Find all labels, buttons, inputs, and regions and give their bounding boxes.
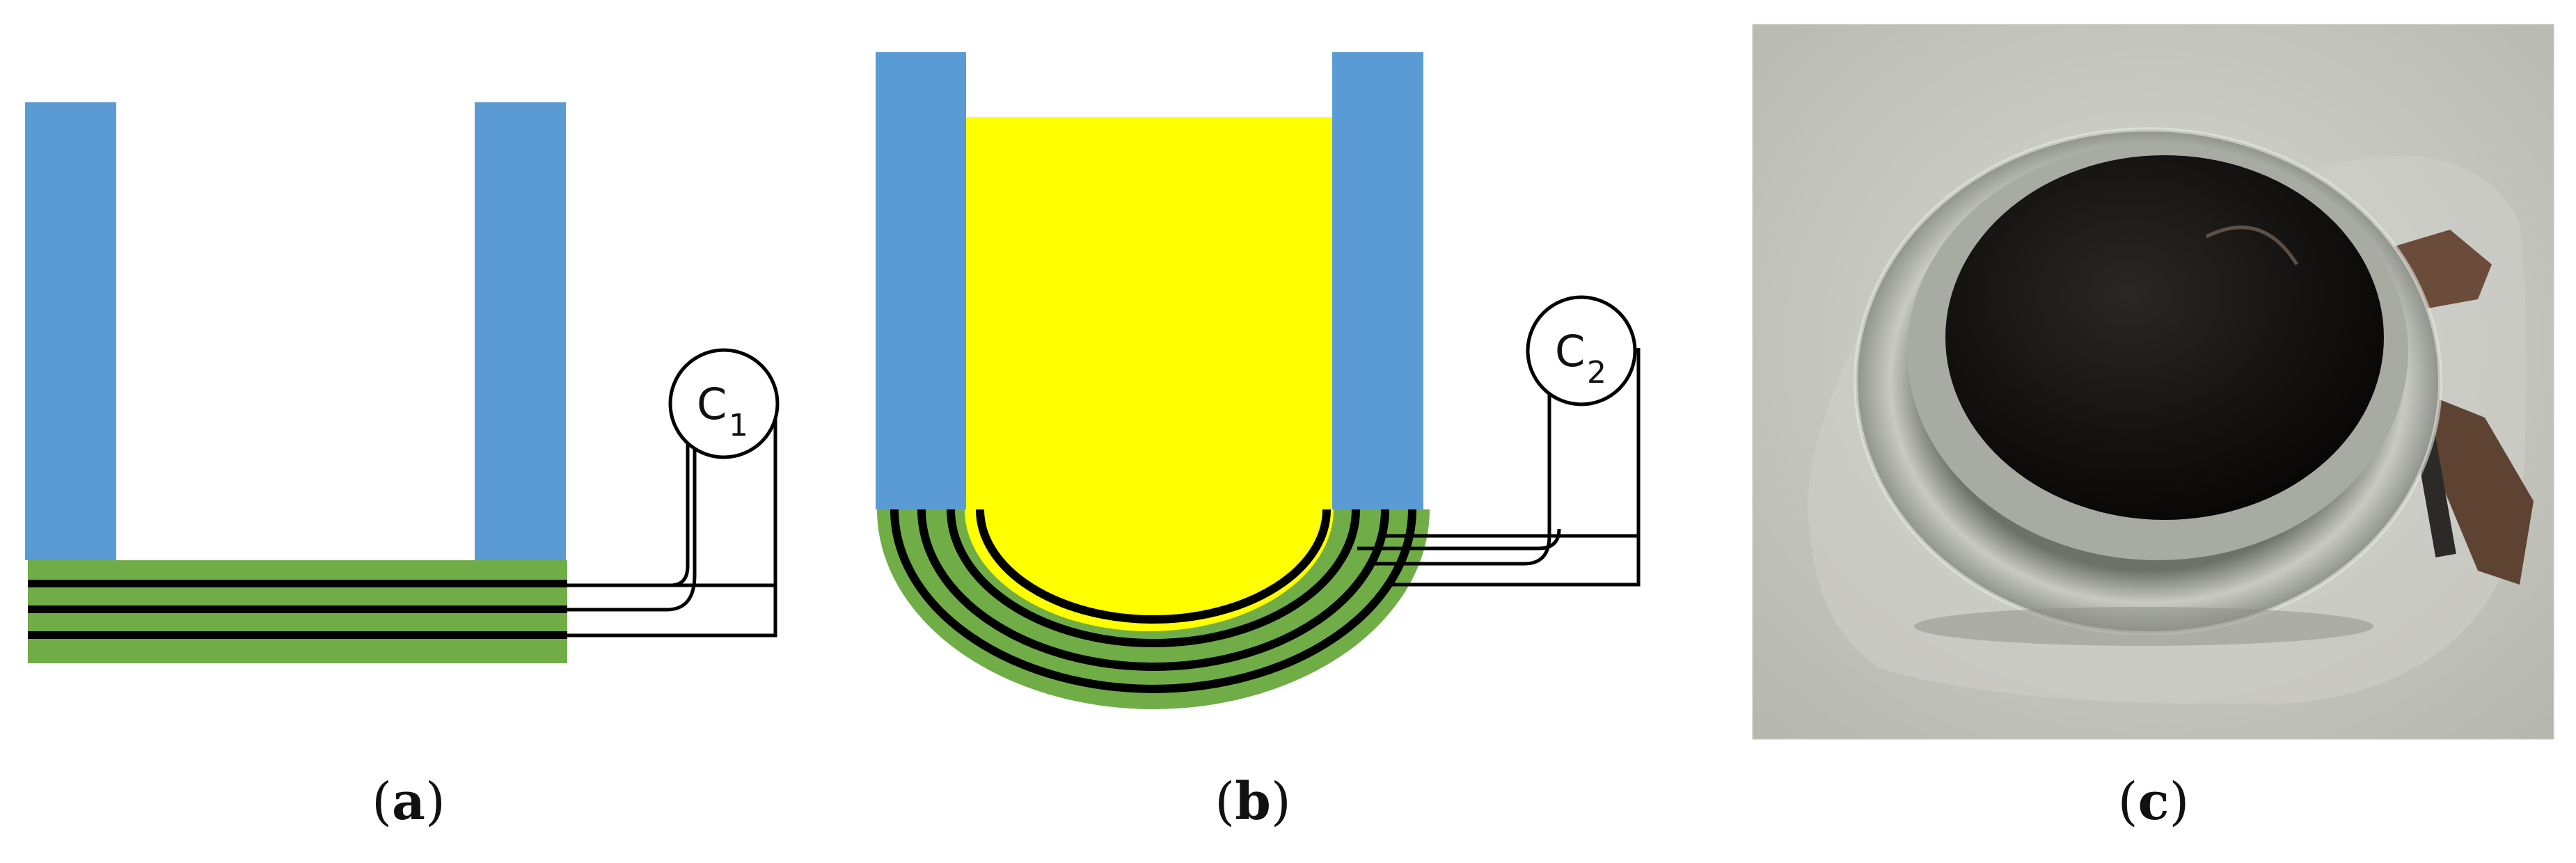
curved-electrode-4 xyxy=(890,509,1416,693)
wires xyxy=(567,411,777,638)
electrode-2 xyxy=(28,605,567,613)
capacitor-index: 2 xyxy=(1587,355,1606,390)
curved-electrode-2 xyxy=(947,509,1360,647)
caption-c: (c) xyxy=(2117,772,2190,832)
curved-electrodes xyxy=(890,509,1416,693)
right-wall xyxy=(475,102,566,560)
foil-tab-bottom xyxy=(2415,390,2534,585)
caption-b: (b) xyxy=(1215,772,1291,832)
panel-a-flat-sensor-diagram: C 1 xyxy=(25,102,780,663)
liquid xyxy=(965,117,1334,514)
right-wall xyxy=(1332,52,1423,509)
base-shadow xyxy=(1914,607,2373,646)
capacitor-c2: C 2 xyxy=(1526,295,1637,406)
electrode-disc xyxy=(1945,155,2384,520)
capacitor-label: C xyxy=(1555,326,1585,377)
photo-frame xyxy=(1752,24,2554,740)
capacitor-label: C xyxy=(697,379,727,429)
electrode-1 xyxy=(28,580,567,587)
caption-a: (a) xyxy=(372,772,445,832)
disc-reflection xyxy=(2205,225,2299,266)
capacitor-circle xyxy=(668,348,780,459)
capacitor-circle xyxy=(1526,295,1637,406)
curved-electrode-1 xyxy=(976,509,1331,624)
curved-electrode-3 xyxy=(917,509,1389,671)
left-wall xyxy=(25,102,116,560)
left-wall xyxy=(876,52,966,509)
capacitor-c1: C 1 xyxy=(668,348,780,459)
panel-c-sensor-photo xyxy=(1753,24,2554,739)
wires xyxy=(1357,348,1641,587)
capacitor-index: 1 xyxy=(729,408,748,443)
panel-b-curved-sensor-diagram: C 2 xyxy=(876,52,1641,709)
electrode-3 xyxy=(28,631,567,639)
